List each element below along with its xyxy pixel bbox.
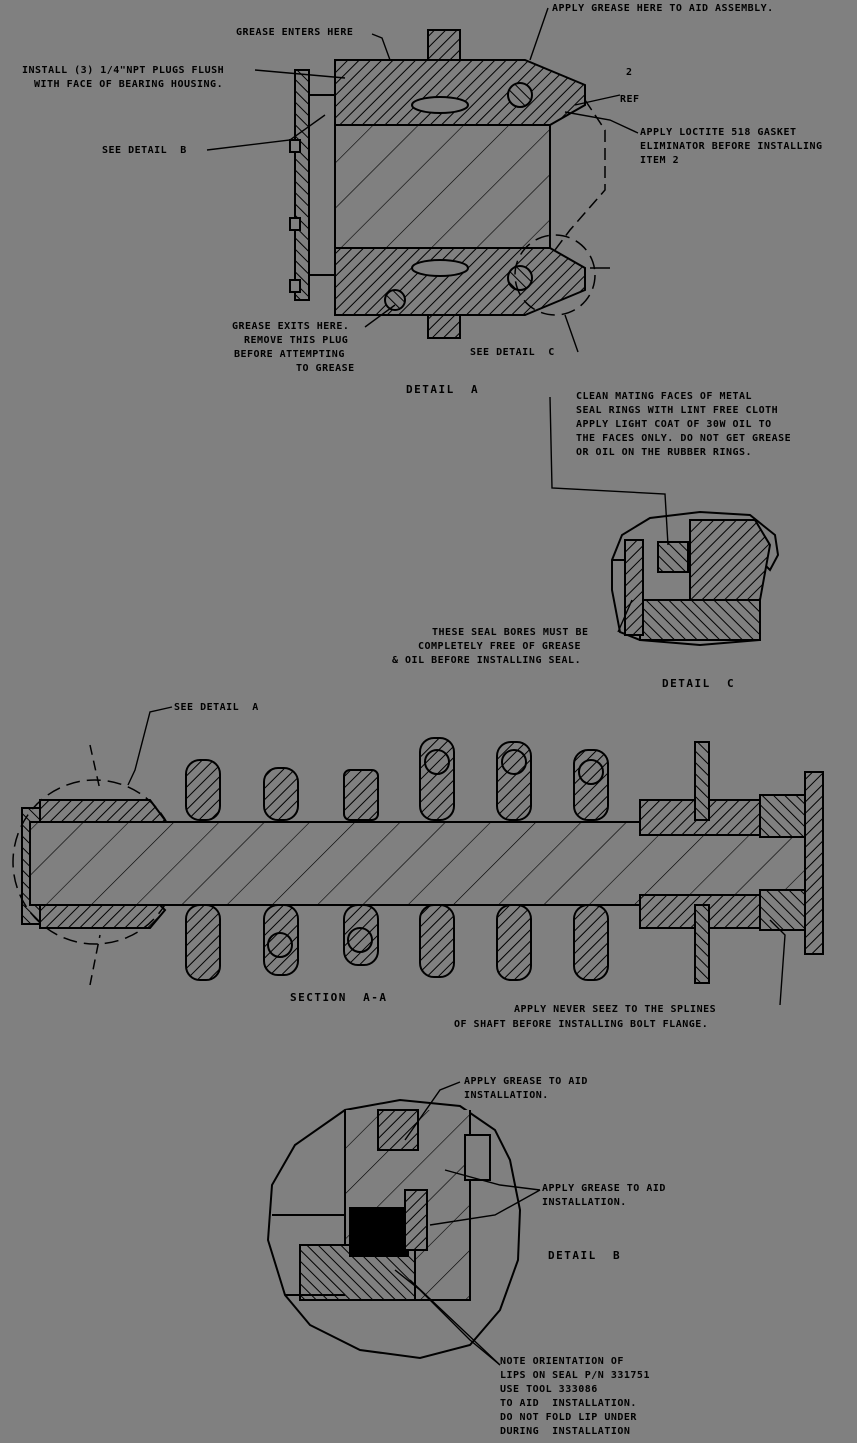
grease-exits-line2: REMOVE THIS PLUG [244,335,349,346]
detail-c-title: DETAIL C [662,677,736,690]
never-seez-line1: APPLY NEVER SEEZ TO THE SPLINES [514,1004,717,1015]
loctite-note-line3: ITEM 2 [640,155,680,166]
grease-exits-line1: GREASE EXITS HERE. [232,321,350,332]
clean-note-line3: APPLY LIGHT COAT OF 30W OIL TO [576,419,772,430]
grease-exits-line3: BEFORE ATTEMPTING [234,349,345,360]
apply-grease-2-line1: APPLY GREASE TO AID [542,1183,666,1194]
bores-note-line2: COMPLETELY FREE OF GREASE [418,641,582,652]
detail-a-title: DETAIL A [406,383,480,396]
clean-note-line2: SEAL RINGS WITH LINT FREE CLOTH [576,405,779,416]
lip-note-line6: DURING INSTALLATION [500,1426,631,1437]
clean-note-line4: THE FACES ONLY. DO NOT GET GREASE [576,433,792,444]
lip-note-line1: NOTE ORIENTATION OF [500,1356,624,1367]
lip-note-line3: USE TOOL 333086 [500,1384,598,1395]
ref-label: REF [620,94,640,105]
see-detail-a-label: SEE DETAIL A [174,702,259,713]
apply-grease-2-line2: INSTALLATION. [542,1197,627,1208]
apply-grease-1-line2: INSTALLATION. [464,1090,549,1101]
install-plugs-label-line1: INSTALL (3) 1/4"NPT PLUGS FLUSH [22,65,225,76]
loctite-note-line2: ELIMINATOR BEFORE INSTALLING [640,141,823,152]
detail-b-title: DETAIL B [548,1249,622,1262]
apply-grease-assembly-label: APPLY GREASE HERE TO AID ASSEMBLY. [552,3,774,14]
never-seez-line2: OF SHAFT BEFORE INSTALLING BOLT FLANGE. [454,1019,709,1030]
detail-c-drawing [549,396,780,647]
grease-exits-line4: TO GREASE [296,363,355,374]
see-detail-b-label: SEE DETAIL B [102,145,187,156]
apply-grease-1-line1: APPLY GREASE TO AID [464,1076,588,1087]
install-plugs-label-line2: WITH FACE OF BEARING HOUSING. [34,79,224,90]
grease-enters-label: GREASE ENTERS HERE [236,27,354,38]
see-detail-c-label: SEE DETAIL C [470,347,555,358]
lip-note-line5: DO NOT FOLD LIP UNDER [500,1412,637,1423]
item-2-label: 2 [626,67,633,78]
lip-note-line4: TO AID INSTALLATION. [500,1398,637,1409]
detail-b-drawing [266,1081,541,1366]
bores-note-line1: THESE SEAL BORES MUST BE [432,627,589,638]
section-aa-drawing [12,706,824,1006]
clean-note-line5: OR OIL ON THE RUBBER RINGS. [576,447,753,458]
loctite-note-line1: APPLY LOCTITE 518 GASKET [640,127,797,138]
detail-a-drawing [206,7,639,353]
clean-note-line1: CLEAN MATING FACES OF METAL [576,391,753,402]
bores-note-line3: & OIL BEFORE INSTALLING SEAL. [392,655,582,666]
section-aa-title: SECTION A-A [290,991,388,1004]
lip-note-line2: LIPS ON SEAL P/N 331751 [500,1370,650,1381]
